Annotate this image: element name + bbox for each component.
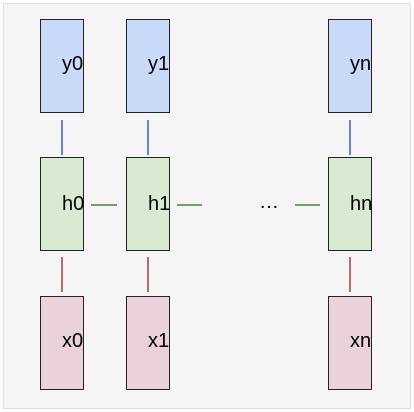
- input-node-x0: [40, 296, 84, 390]
- hidden-node-hn: [328, 157, 372, 251]
- output-node-yn: [328, 19, 372, 113]
- hidden-node-h0: [40, 157, 84, 251]
- hidden-label-hn: hn: [350, 193, 373, 215]
- input-node-xn: [328, 296, 372, 390]
- output-label-y0: y0: [62, 53, 84, 75]
- output-node-y0: [40, 19, 84, 113]
- output-label-y1: y1: [148, 53, 170, 75]
- hidden-node-h1: [126, 157, 170, 251]
- ellipsis-label: …: [259, 191, 279, 213]
- output-node-y1: [126, 19, 170, 113]
- input-node-x1: [126, 296, 170, 390]
- hidden-label-h0: h0: [62, 193, 85, 215]
- hidden-label-h1: h1: [148, 193, 171, 215]
- input-label-xn: xn: [350, 330, 372, 352]
- output-label-yn: yn: [350, 53, 372, 75]
- input-label-x1: x1: [148, 330, 170, 352]
- input-label-x0: x0: [62, 330, 84, 352]
